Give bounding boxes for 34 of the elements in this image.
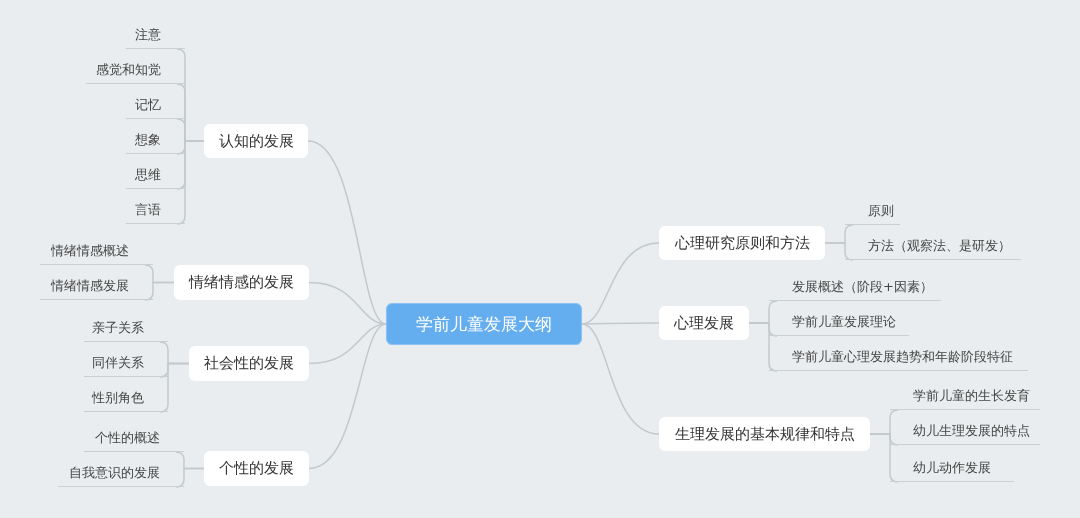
subtopic: 性别角色 <box>84 386 168 412</box>
subtopic: 学前儿童的生长发育 <box>890 384 1040 410</box>
central-topic: 学前儿童发展大纲 <box>386 303 582 345</box>
topic-box: 个性的发展 <box>204 451 309 486</box>
subtopic: 方法（观察法、是研发） <box>845 234 1021 260</box>
subtopic: 原则 <box>845 199 900 225</box>
subtopic: 学前儿童发展理论 <box>769 310 909 336</box>
connector-line <box>175 467 205 488</box>
subtopic: 自我意识的发展 <box>58 461 184 487</box>
connector-line <box>581 323 660 435</box>
subtopic: 思维 <box>126 163 185 189</box>
subtopic: 情绪情感发展 <box>40 274 153 300</box>
subtopic: 亲子关系 <box>84 316 168 342</box>
subtopic: 情绪情感概述 <box>40 239 153 265</box>
connector-line <box>144 281 175 301</box>
subtopic: 言语 <box>126 198 185 224</box>
subtopic: 注意 <box>126 23 185 49</box>
topic-box: 认知的发展 <box>204 124 308 158</box>
subtopic: 发展概述（阶段+因素） <box>769 275 941 301</box>
subtopic: 同伴关系 <box>84 351 168 377</box>
subtopic: 学前儿童心理发展趋势和年龄阶段特征 <box>769 345 1028 371</box>
topic-box: 生理发展的基本规律和特点 <box>659 417 870 451</box>
connector-line <box>308 323 387 470</box>
subtopic: 个性的概述 <box>84 426 184 452</box>
connector-line <box>824 242 854 261</box>
topic-box: 心理研究原则和方法 <box>659 226 825 260</box>
subtopic: 幼儿动作发展 <box>890 456 1014 482</box>
topic-box: 社会性的发展 <box>189 346 309 381</box>
topic-box: 心理发展 <box>659 306 749 340</box>
subtopic: 感觉和知觉 <box>86 58 185 84</box>
subtopic: 想象 <box>126 128 185 154</box>
subtopic: 记忆 <box>126 93 185 119</box>
subtopic: 幼儿生理发展的特点 <box>890 419 1040 445</box>
topic-box: 情绪情感的发展 <box>174 265 309 300</box>
